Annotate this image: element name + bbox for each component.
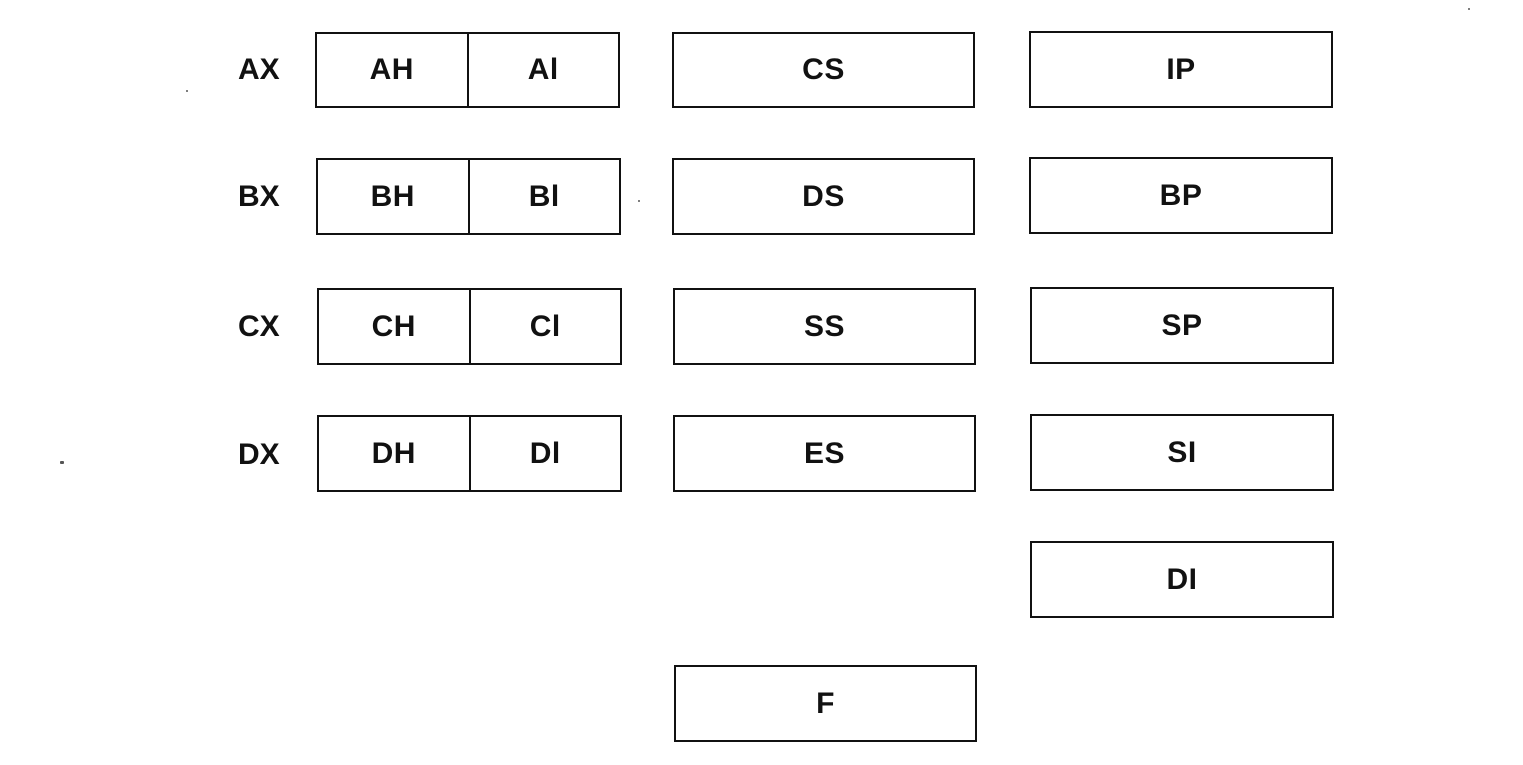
register-label-dx: DX [238,438,280,471]
register-bl: Bl [528,179,560,213]
scan-speck [1468,8,1470,10]
register-label-cx: CX [238,310,280,343]
register-sp: SP [1030,287,1334,364]
register-label-ax: AX [238,53,280,86]
register-dh: DH [319,417,471,490]
register-bp: BP [1029,157,1333,234]
register-es: ES [673,415,976,492]
scan-speck [186,90,188,92]
scan-speck [60,461,64,464]
register-cs: CS [672,32,975,108]
register-ds: DS [672,158,975,235]
register-ss: SS [673,288,976,365]
register-ah: AH [317,34,469,106]
register-bx: BH Bl [316,158,621,235]
register-cl: Cl [529,309,561,343]
register-ch: CH [319,290,471,363]
register-cx: CH Cl [317,288,622,365]
register-al: Al [527,53,559,86]
register-di: DI [1030,541,1334,618]
register-label-bx: BX [238,180,280,213]
register-flags: F [674,665,977,742]
scan-speck [638,200,640,202]
register-bh: BH [318,160,470,233]
register-dx: DH Dl [317,415,622,492]
register-dl: Dl [529,436,561,470]
register-ax: AH Al [315,32,620,108]
register-ip: IP [1029,31,1333,108]
register-si: SI [1030,414,1334,491]
